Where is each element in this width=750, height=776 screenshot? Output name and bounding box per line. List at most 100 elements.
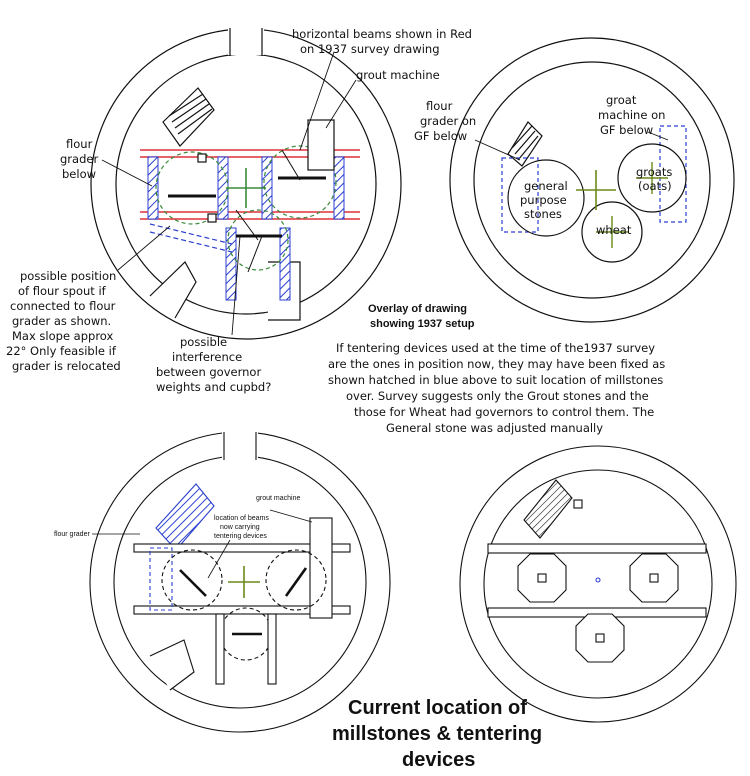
stone-octagon-left xyxy=(517,553,567,603)
centre-marker-br xyxy=(595,577,601,583)
spout-note-2: of flour spout if xyxy=(18,284,107,298)
leader-interference xyxy=(231,235,241,336)
annotation-beams-bl: location of beams now carrying tentering… xyxy=(214,515,269,540)
leader-groat xyxy=(647,131,669,141)
overlay-heading: Overlay of drawing showing 1937 setup xyxy=(368,303,475,330)
leader-beams-bl xyxy=(207,539,231,579)
label-grout-machine-bl: grout machine xyxy=(256,495,300,502)
blue-hatched-devices xyxy=(147,156,345,301)
inner-wall-tr xyxy=(473,61,711,299)
label-groat-2: machine on xyxy=(598,108,665,122)
stair-bl xyxy=(155,483,215,551)
label-beams-red-2: on 1937 survey drawing xyxy=(300,42,440,56)
survey-note-5: those for Wheat had governors to control… xyxy=(354,405,654,419)
beams-bl xyxy=(133,543,351,615)
label-flour-grader-bl: flour grader xyxy=(54,531,90,538)
label-general-3: stones xyxy=(524,207,562,221)
survey-note: If tentering devices used at the time of… xyxy=(328,341,665,435)
leader-flour-gf xyxy=(474,139,521,161)
centre-cross-tl xyxy=(226,168,266,208)
leader-grout-bl xyxy=(269,509,313,523)
beams-note-1: location of beams xyxy=(214,515,269,522)
label-flour-gf-3: GF below xyxy=(414,129,467,143)
inner-wall-br xyxy=(483,469,713,699)
label-beams-red-1: horizontal beams shown in Red xyxy=(292,27,472,41)
plan-ground-floor xyxy=(449,37,735,323)
overlay-heading-1: Overlay of drawing xyxy=(368,303,467,315)
outer-wall-tr xyxy=(449,37,735,323)
leader-grout xyxy=(325,79,357,129)
main-title-2: millstones & tentering xyxy=(332,723,542,745)
annotation-flour-grader-below: flour grader below xyxy=(60,137,98,181)
red-beams xyxy=(140,149,360,220)
beams-note-3: tentering devices xyxy=(214,533,267,540)
label-groats-1: groats xyxy=(636,165,672,179)
spout-note-5: Max slope approx xyxy=(12,329,113,343)
stone-general xyxy=(507,159,585,237)
flour-grader-box-tr xyxy=(501,157,539,233)
label-general-1: general xyxy=(524,179,568,193)
annotation-flour-grader-gf: flour grader on GF below xyxy=(414,99,476,143)
stair-tr xyxy=(507,121,543,167)
label-wheat: wheat xyxy=(596,223,632,237)
main-title-1: Current location of xyxy=(348,697,527,719)
label-groat-1: groat xyxy=(606,93,637,107)
spout-note-3: connected to flour xyxy=(10,299,116,313)
label-flour-gf-2: grader on xyxy=(420,114,476,128)
annotation-groat-machine: groat machine on GF below xyxy=(598,93,665,137)
stone-octagon-bottom xyxy=(575,613,625,663)
centre-cross-bl xyxy=(228,566,260,598)
plan-current-right xyxy=(459,445,737,723)
governors-bl xyxy=(179,567,308,636)
label-general-2: purpose xyxy=(520,193,567,207)
beams-note-2: now carrying xyxy=(220,524,260,531)
stone-wheat xyxy=(581,201,643,263)
main-title-3: devices xyxy=(402,749,475,771)
grout-machine-box-tl xyxy=(307,119,335,171)
label-flour-3: below xyxy=(62,167,96,181)
label-groat-3: GF below xyxy=(600,123,653,137)
survey-note-2: are the ones in position now, they may h… xyxy=(328,357,665,371)
spout-note-4: grader as shown. xyxy=(12,314,111,328)
label-general-stones: general purpose stones xyxy=(520,179,568,221)
annotation-spout-note: possible position of flour spout if conn… xyxy=(6,269,121,373)
stair-br xyxy=(523,479,583,539)
label-groats: groats (oats) xyxy=(636,165,672,193)
governors-tl xyxy=(168,176,326,238)
leader-spout xyxy=(117,225,171,271)
stone-groats xyxy=(617,143,687,213)
interference-1: possible xyxy=(180,335,227,349)
stair-tl xyxy=(162,87,215,147)
overlay-heading-2: showing 1937 setup xyxy=(370,318,475,330)
leader-flour-grader xyxy=(101,159,153,187)
flour-grader-box-bl xyxy=(149,547,173,611)
spout-note-6: 22° Only feasible if xyxy=(6,344,117,358)
survey-note-3: shown hatched in blue above to suit loca… xyxy=(328,373,663,387)
label-flour-gf-1: flour xyxy=(426,99,453,113)
grout-machine-box-bl xyxy=(309,517,333,619)
flour-spout-line xyxy=(149,223,233,245)
survey-note-6: General stone was adjusted manually xyxy=(386,421,603,435)
label-groats-2: (oats) xyxy=(638,179,672,193)
label-flour-1: flour xyxy=(66,137,93,151)
plan-current-left xyxy=(89,428,391,733)
survey-note-4: over. Survey suggests only the Grout sto… xyxy=(346,389,649,403)
annotation-beams-red: horizontal beams shown in Red on 1937 su… xyxy=(292,27,472,56)
label-grout-machine-tl: grout machine xyxy=(356,68,440,82)
leader-beams xyxy=(299,51,335,151)
label-flour-2: grader xyxy=(60,152,98,166)
survey-note-1: If tentering devices used at the time of… xyxy=(336,341,655,355)
interference-4: weights and cupbd? xyxy=(156,380,271,394)
plan-1937-overlay xyxy=(90,25,402,340)
spout-note-1: possible position xyxy=(20,269,116,283)
interference-2: interference xyxy=(172,350,242,364)
centre-cross-tr xyxy=(576,170,616,210)
outer-wall-br xyxy=(459,445,737,723)
annotation-interference: possible interference between governor w… xyxy=(156,335,271,394)
stone-octagon-right xyxy=(629,553,679,603)
beam-upper-br xyxy=(487,543,707,554)
main-title: Current location of millstones & tenteri… xyxy=(332,697,542,771)
interference-3: between governor xyxy=(156,365,261,379)
spout-note-7: grader is relocated xyxy=(12,359,121,373)
